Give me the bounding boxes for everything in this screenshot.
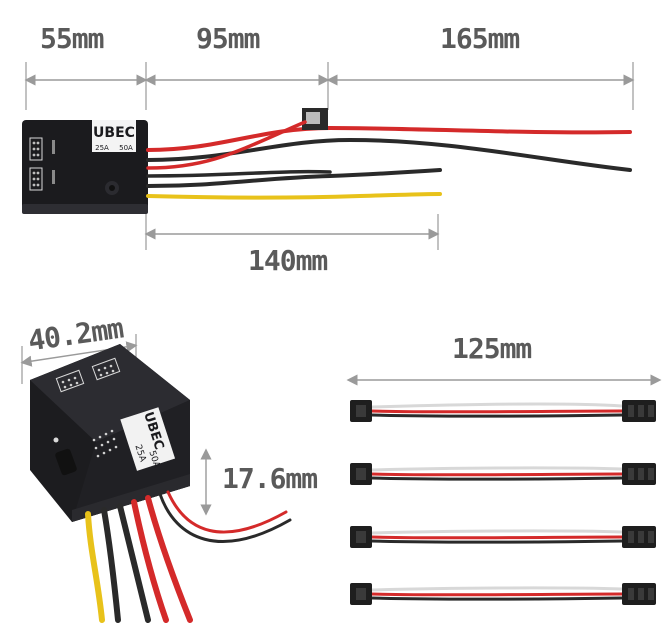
servo-cable-4 xyxy=(350,583,656,605)
dim-140mm-label: 140mm xyxy=(248,244,328,277)
dim-17mm-label: 17.6mm xyxy=(222,462,318,495)
servo-cables xyxy=(350,400,656,605)
top-rating-b: 50A xyxy=(119,144,133,152)
top-logo-text: UBEC xyxy=(93,125,135,141)
dim-55mm-label: 55mm xyxy=(40,22,104,55)
top-dimension-lines xyxy=(24,62,635,110)
dim-165mm-label: 165mm xyxy=(440,22,520,55)
servo-cable-2 xyxy=(350,463,656,485)
dim-140-line xyxy=(144,214,440,250)
dim-125mm-label: 125mm xyxy=(452,332,532,365)
angled-wires xyxy=(85,490,292,623)
servo-cable-3 xyxy=(350,526,656,548)
dim-95mm-label: 95mm xyxy=(196,22,260,55)
servo-cable-1 xyxy=(350,400,656,422)
ubec-top-view: UBEC 25A 50A xyxy=(22,120,148,214)
top-wires xyxy=(146,108,632,200)
ubec-angled-view: UBEC 25A 50A xyxy=(30,344,190,522)
top-rating-a: 25A xyxy=(95,144,109,152)
